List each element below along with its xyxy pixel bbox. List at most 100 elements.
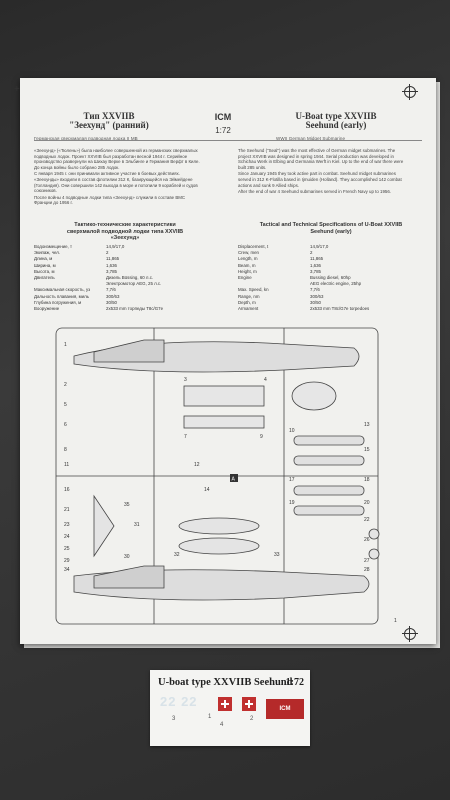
part-number: 27 xyxy=(364,558,370,564)
tagline-en: WWII German Midget Submarine xyxy=(276,136,346,141)
spec-key: Beam, m xyxy=(238,262,256,268)
part-number: 4 xyxy=(264,377,267,383)
scale-label: 1:72 xyxy=(215,126,231,135)
part-number: 12 xyxy=(194,462,200,468)
registration-mark: + xyxy=(14,84,20,95)
part-number: 18 xyxy=(364,477,370,483)
spec-row: Экипаж, чел.2 xyxy=(34,250,163,256)
spec-value: 2x533 mm T8c/G7e torpedoes xyxy=(310,306,370,312)
part-number: 30 xyxy=(124,554,130,560)
spec-row: Длина, м 11,865 xyxy=(34,256,163,262)
torpedo-part xyxy=(293,485,365,496)
crosshair-icon xyxy=(402,626,418,642)
decal-number: 3 xyxy=(172,716,176,722)
history-paragraph: После войны 4 подводные лодки типа «Зеех… xyxy=(34,194,186,206)
spec-value: 2 xyxy=(310,250,313,256)
part-number: 3 xyxy=(184,377,187,383)
spec-key: Engine xyxy=(238,275,252,281)
spec-key: Водоизмещение, т xyxy=(34,244,72,249)
spec-key: Max. Speed, kn xyxy=(238,287,269,293)
spec-key: Height, m xyxy=(238,268,257,274)
decal-brand-logo: ICM xyxy=(266,699,304,719)
specs-title-ru: Тактико-технические характеристики сверх… xyxy=(66,222,184,241)
part-number: 28 xyxy=(364,567,370,573)
spec-key: Range, nm xyxy=(238,293,260,299)
title-block-ru: Тип XXVIIB "Зеехунд" (ранний) xyxy=(34,111,184,131)
decal-number: 1 xyxy=(208,714,212,720)
tagline-ru: Германская сверхмалая подводная лодка II… xyxy=(34,136,138,141)
spec-row: Engine Bussing diesel, 60hp xyxy=(238,275,369,281)
spec-value: 30/50 xyxy=(106,299,117,305)
spec-row: Range, nm 300/63 xyxy=(238,294,369,300)
spec-value: 300/63 xyxy=(310,293,324,299)
spec-row: AEG electric engine, 25hp xyxy=(238,281,369,287)
brand-name: ICM xyxy=(214,112,232,122)
header-divider xyxy=(34,140,422,141)
part-number: 35 xyxy=(124,502,130,508)
sprue-diagram: A 1 2 3 4 5 6 7 8 9 10 11 12 13 14 15 16… xyxy=(55,327,397,625)
specs-title-en: Tactical and Technical Specifications of… xyxy=(259,222,403,235)
decal-sheet: U-boat type XXVIIB Seehund 1:72 22 22 IC… xyxy=(150,670,310,746)
part-number: 24 xyxy=(64,534,70,540)
propeller-guard xyxy=(291,381,337,411)
spec-key: Глубина погружения, м xyxy=(34,299,82,305)
part-number: 11 xyxy=(64,462,69,468)
spec-key: Length, m xyxy=(238,256,258,262)
torpedo-part xyxy=(293,435,365,446)
hatch-part xyxy=(368,528,380,540)
spec-value: AEG electric engine, 25hp xyxy=(310,281,362,287)
sprue-tag xyxy=(230,474,238,482)
history-text-ru: «Зеехунд» («Тюлень») была наиболее совер… xyxy=(34,148,204,207)
history-paragraph: After the end of war 4 Seehund submarine… xyxy=(238,189,392,195)
part-number: 19 xyxy=(289,500,295,506)
spec-value: 3,785 xyxy=(106,268,117,274)
part-number: 32 xyxy=(174,552,180,558)
cross-emblem-icon xyxy=(242,697,256,711)
history-text-en: The Seehund ("Seal") was the most effect… xyxy=(238,148,408,196)
part-number: 16 xyxy=(64,487,70,493)
part-number: 14 xyxy=(204,487,210,493)
page-number: 1 xyxy=(394,618,397,624)
part-number: 26 xyxy=(364,537,370,543)
part-number: 31 xyxy=(134,522,140,528)
spec-row: Length, m 11,865 xyxy=(238,256,369,262)
spec-key: Displacement, t xyxy=(238,244,269,249)
decal-number: 4 xyxy=(220,722,224,728)
spec-value: 30/50 xyxy=(310,299,321,305)
spec-key: Вооружение xyxy=(34,306,60,312)
spec-key: Дальность плавания, миль xyxy=(34,293,89,299)
conning-tower-part xyxy=(93,339,165,363)
part-number: 20 xyxy=(364,500,370,506)
part-number: 25 xyxy=(64,546,70,552)
spec-key: Armament xyxy=(238,306,259,312)
spec-value: 11,865 xyxy=(106,256,120,262)
part-number: 7 xyxy=(184,434,187,440)
rudder-part xyxy=(93,494,115,558)
part-number: 21 xyxy=(64,507,70,513)
spec-value: 11,865 xyxy=(310,256,324,262)
spec-value: 14,9/17,0 xyxy=(310,244,329,249)
part-number: 5 xyxy=(64,402,67,408)
spec-value: Bussing diesel, 60hp xyxy=(310,275,351,281)
torpedo-part xyxy=(293,505,365,516)
part-number: 10 xyxy=(289,428,295,434)
part-number: 29 xyxy=(64,558,70,564)
spec-value: 1,636 xyxy=(106,262,117,268)
history-paragraph: Since January 1945 they took active part… xyxy=(238,171,402,188)
spec-key: Длина, м xyxy=(34,256,53,262)
parts-group xyxy=(183,415,265,429)
spec-value: 2 xyxy=(106,250,109,256)
history-paragraph: The Seehund ("Seal") was the most effect… xyxy=(238,148,404,170)
history-paragraph: «Зеехунд» («Тюлень») была наиболее совер… xyxy=(34,148,200,170)
spec-key: Двигатель xyxy=(34,275,55,281)
